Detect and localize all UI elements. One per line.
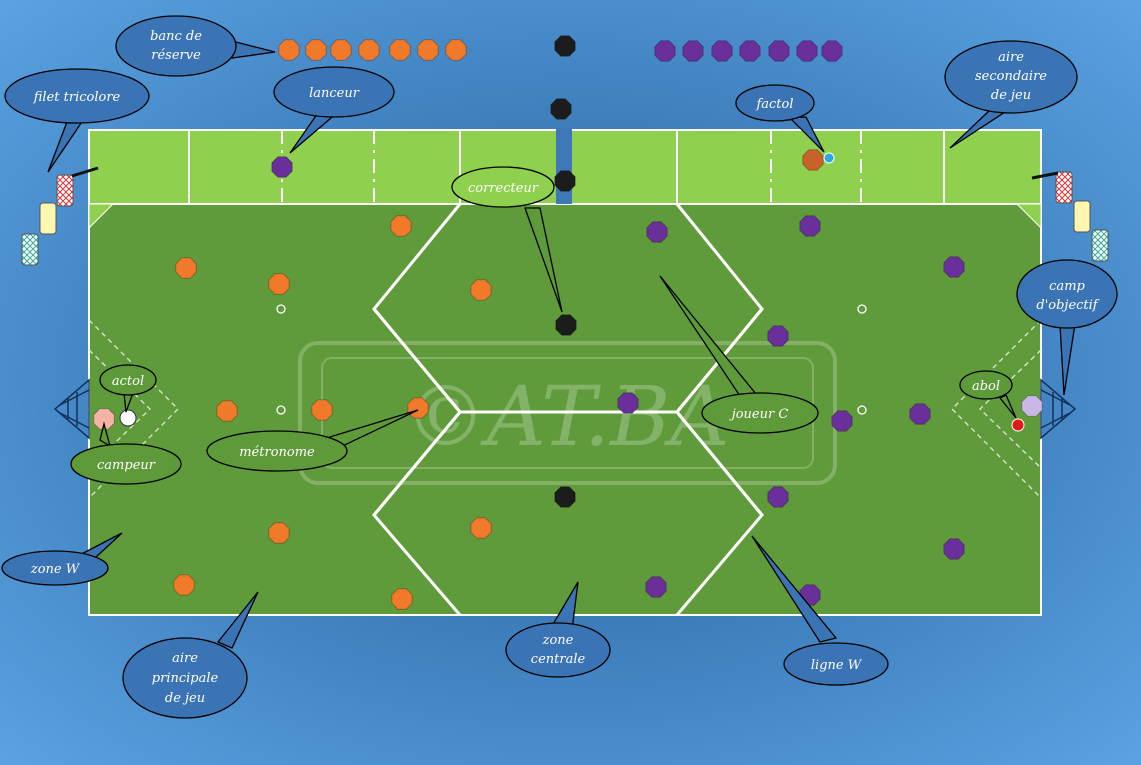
filet-tricolore-left [21,166,99,266]
bench-player-orange [358,39,380,61]
correcteur-token [554,486,576,508]
svg-text:ligne W: ligne W [811,658,863,673]
player-purple [831,410,853,432]
svg-text:campeur: campeur [97,458,156,473]
callout-joueur-c: joueur C [659,275,819,434]
player-purple [645,576,667,598]
player-orange [216,400,238,422]
callout-zone-w: zone W [1,532,123,586]
bench-player-purple [682,40,704,62]
svg-text:filet tricolore: filet tricolore [33,90,121,105]
callout-banc-de-reserve: banc de réserve [115,15,276,77]
callout-aire-principale: aire principale de jeu [122,591,259,719]
players [93,35,1043,610]
player-purple [646,221,668,243]
correcteur-token [554,170,576,192]
correcteur-token [555,314,577,336]
player-orange [407,397,429,419]
svg-text:joueur C: joueur C [729,407,789,422]
goal-left [53,378,90,440]
bench-player-purple [654,40,676,62]
callout-correcteur: correcteur [451,166,563,313]
callout-ligne-w: ligne W [751,535,889,686]
bench-player-orange [389,39,411,61]
svg-text:de jeu: de jeu [991,88,1031,103]
player-orange [390,215,412,237]
callout-actol: actol [99,364,157,413]
svg-text:zone W: zone W [30,562,81,577]
factol-token [802,149,824,171]
player-orange [391,588,413,610]
callout-camp-objectif: camp d'objectif [1016,259,1118,396]
bench-player-orange [305,39,327,61]
callout-campeur: campeur [70,421,182,485]
svg-text:d'objectif: d'objectif [1036,298,1099,313]
correcteur-token [554,35,576,57]
bench-player-purple [768,40,790,62]
bench-player-purple [739,40,761,62]
abol-marker [1011,418,1025,432]
svg-text:lanceur: lanceur [309,86,360,101]
svg-text:aire: aire [998,50,1024,65]
camp-objectif-right [951,319,1042,499]
svg-text:centrale: centrale [531,652,586,667]
svg-text:principale: principale [152,671,219,686]
callout-factol: factol [735,84,825,153]
bench-player-orange [278,39,300,61]
callout-filet-tricolore: filet tricolore [4,68,150,173]
player-purple [909,403,931,425]
bench-player-orange [445,39,467,61]
factol-marker [823,152,835,164]
player-purple [617,392,639,414]
player-purple [767,486,789,508]
svg-text:secondaire: secondaire [975,69,1047,84]
callout-zone-centrale: zone centrale [505,581,611,678]
player-purple [767,325,789,347]
field-markers [276,304,867,415]
callout-metronome: métronome [206,409,419,472]
player-orange [175,257,197,279]
player-orange [311,399,333,421]
svg-text:métronome: métronome [239,445,315,460]
bench-player-purple [821,40,843,62]
player-purple [271,156,293,178]
svg-text:camp: camp [1049,279,1085,294]
callouts: banc de réserve filet tricolore lanceur … [1,15,1118,719]
callout-lanceur: lanceur [273,66,395,154]
player-orange [268,522,290,544]
svg-text:factol: factol [755,97,793,112]
actol-marker [119,409,137,427]
svg-text:banc de: banc de [150,29,202,44]
svg-text:réserve: réserve [151,48,201,63]
abol-token [1021,395,1043,417]
bench-player-purple [711,40,733,62]
watermark-text: ©AT.BA [405,370,730,465]
player-purple [943,256,965,278]
player-purple [799,215,821,237]
player-orange [268,273,290,295]
svg-text:de jeu: de jeu [165,691,205,706]
bench-player-orange [330,39,352,61]
svg-text:correcteur: correcteur [468,181,539,196]
callout-aire-secondaire: aire secondaire de jeu [944,40,1078,149]
corner-left [88,203,115,230]
svg-text:aire: aire [172,651,198,666]
svg-text:abol: abol [972,379,1000,394]
corner-right [1015,203,1042,230]
correcteur-token [550,98,572,120]
player-orange [470,279,492,301]
filet-tricolore-right [1031,171,1109,262]
svg-text:actol: actol [112,374,144,389]
central-lane [556,128,572,204]
svg-text:zone: zone [542,633,574,648]
player-orange [173,574,195,596]
bench-player-purple [796,40,818,62]
player-purple [943,538,965,560]
player-orange [470,517,492,539]
ball-markers [119,152,1025,432]
callout-abol: abol [959,370,1017,419]
bench-player-orange [417,39,439,61]
